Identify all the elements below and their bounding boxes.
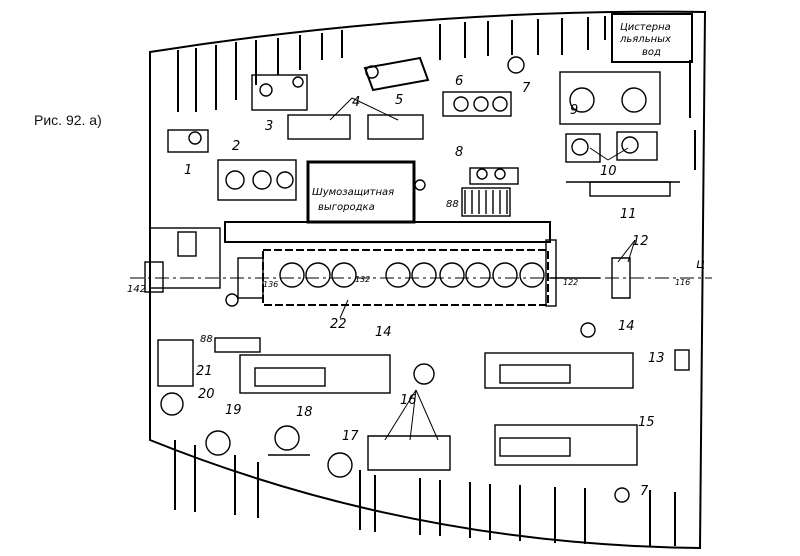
callout-9: 9	[570, 103, 578, 118]
item-5	[363, 56, 430, 92]
figure-caption: Рис. 92. а)	[34, 112, 102, 128]
callout-14-left: 14	[375, 325, 392, 340]
shaft-flange	[144, 261, 164, 293]
axis-mark: ц	[696, 257, 705, 272]
item-20	[160, 392, 184, 416]
booth-label-2: выгородка	[318, 202, 375, 213]
top-frames	[177, 16, 696, 170]
item-14-right	[484, 352, 634, 389]
noise-booth	[306, 160, 416, 224]
item-14-left	[239, 354, 391, 394]
bilge-water-tank	[611, 13, 693, 63]
item-19	[205, 430, 231, 456]
tank-label-3: вод	[642, 47, 661, 58]
frame-116: 116	[675, 278, 690, 287]
bottom-frames	[174, 440, 676, 546]
callout-13: 13	[648, 351, 665, 366]
item-4b	[367, 114, 424, 140]
item-16	[367, 435, 451, 471]
callout-7-bottom: 7	[640, 484, 649, 499]
callout-17: 17	[342, 429, 359, 444]
engine-platform	[224, 221, 551, 243]
item-9	[559, 71, 661, 125]
item-13	[674, 349, 690, 371]
frame-136: 136	[263, 280, 278, 289]
frame-132: 132	[355, 275, 370, 284]
tank-label-2: льяльных	[619, 34, 671, 45]
label-88-ladder: 88	[200, 334, 213, 345]
callout-20: 20	[198, 387, 215, 402]
callout-18: 18	[296, 405, 313, 420]
callout-5: 5	[395, 93, 403, 108]
item-10b	[616, 131, 658, 161]
callout-15: 15	[638, 415, 655, 430]
item-18	[274, 425, 300, 451]
item-15	[494, 424, 638, 466]
callout-8: 8	[455, 145, 463, 160]
item-12	[611, 257, 631, 299]
callout-12: 12	[632, 234, 649, 249]
item-11	[589, 181, 671, 197]
booth-label-1: Шумозащитная	[312, 187, 394, 198]
callout-16: 16	[400, 393, 417, 408]
item-10a	[565, 133, 601, 163]
callout-2: 2	[232, 139, 240, 154]
item-17	[327, 452, 353, 478]
item-4a	[287, 114, 351, 140]
item-7-bottom	[614, 487, 630, 503]
item-3	[251, 74, 308, 111]
callout-19: 19	[225, 403, 242, 418]
frame-122: 122	[563, 278, 578, 287]
callout-6: 6	[455, 74, 463, 89]
engine-cylinders	[279, 262, 545, 288]
hull-outline	[149, 10, 707, 550]
item-7-top	[507, 56, 525, 74]
item-6	[442, 91, 512, 117]
callout-14-right: 14	[618, 319, 635, 334]
label-88-arrow: 88	[446, 199, 459, 210]
ladder-88-lower	[214, 337, 261, 353]
item-8	[469, 167, 519, 185]
item-21	[157, 339, 194, 387]
callout-3: 3	[265, 119, 273, 134]
callout-4: 4	[352, 95, 360, 110]
callout-22: 22	[330, 317, 347, 332]
callout-10: 10	[600, 164, 617, 179]
callout-1: 1	[184, 163, 192, 178]
callout-21: 21	[196, 364, 213, 379]
item-1	[167, 129, 209, 153]
callout-7-top: 7	[522, 81, 531, 96]
tank-label-1: Цистерна	[620, 22, 671, 33]
callout-11: 11	[620, 207, 637, 222]
frame-142: 142	[127, 284, 146, 295]
item-2	[217, 159, 297, 201]
